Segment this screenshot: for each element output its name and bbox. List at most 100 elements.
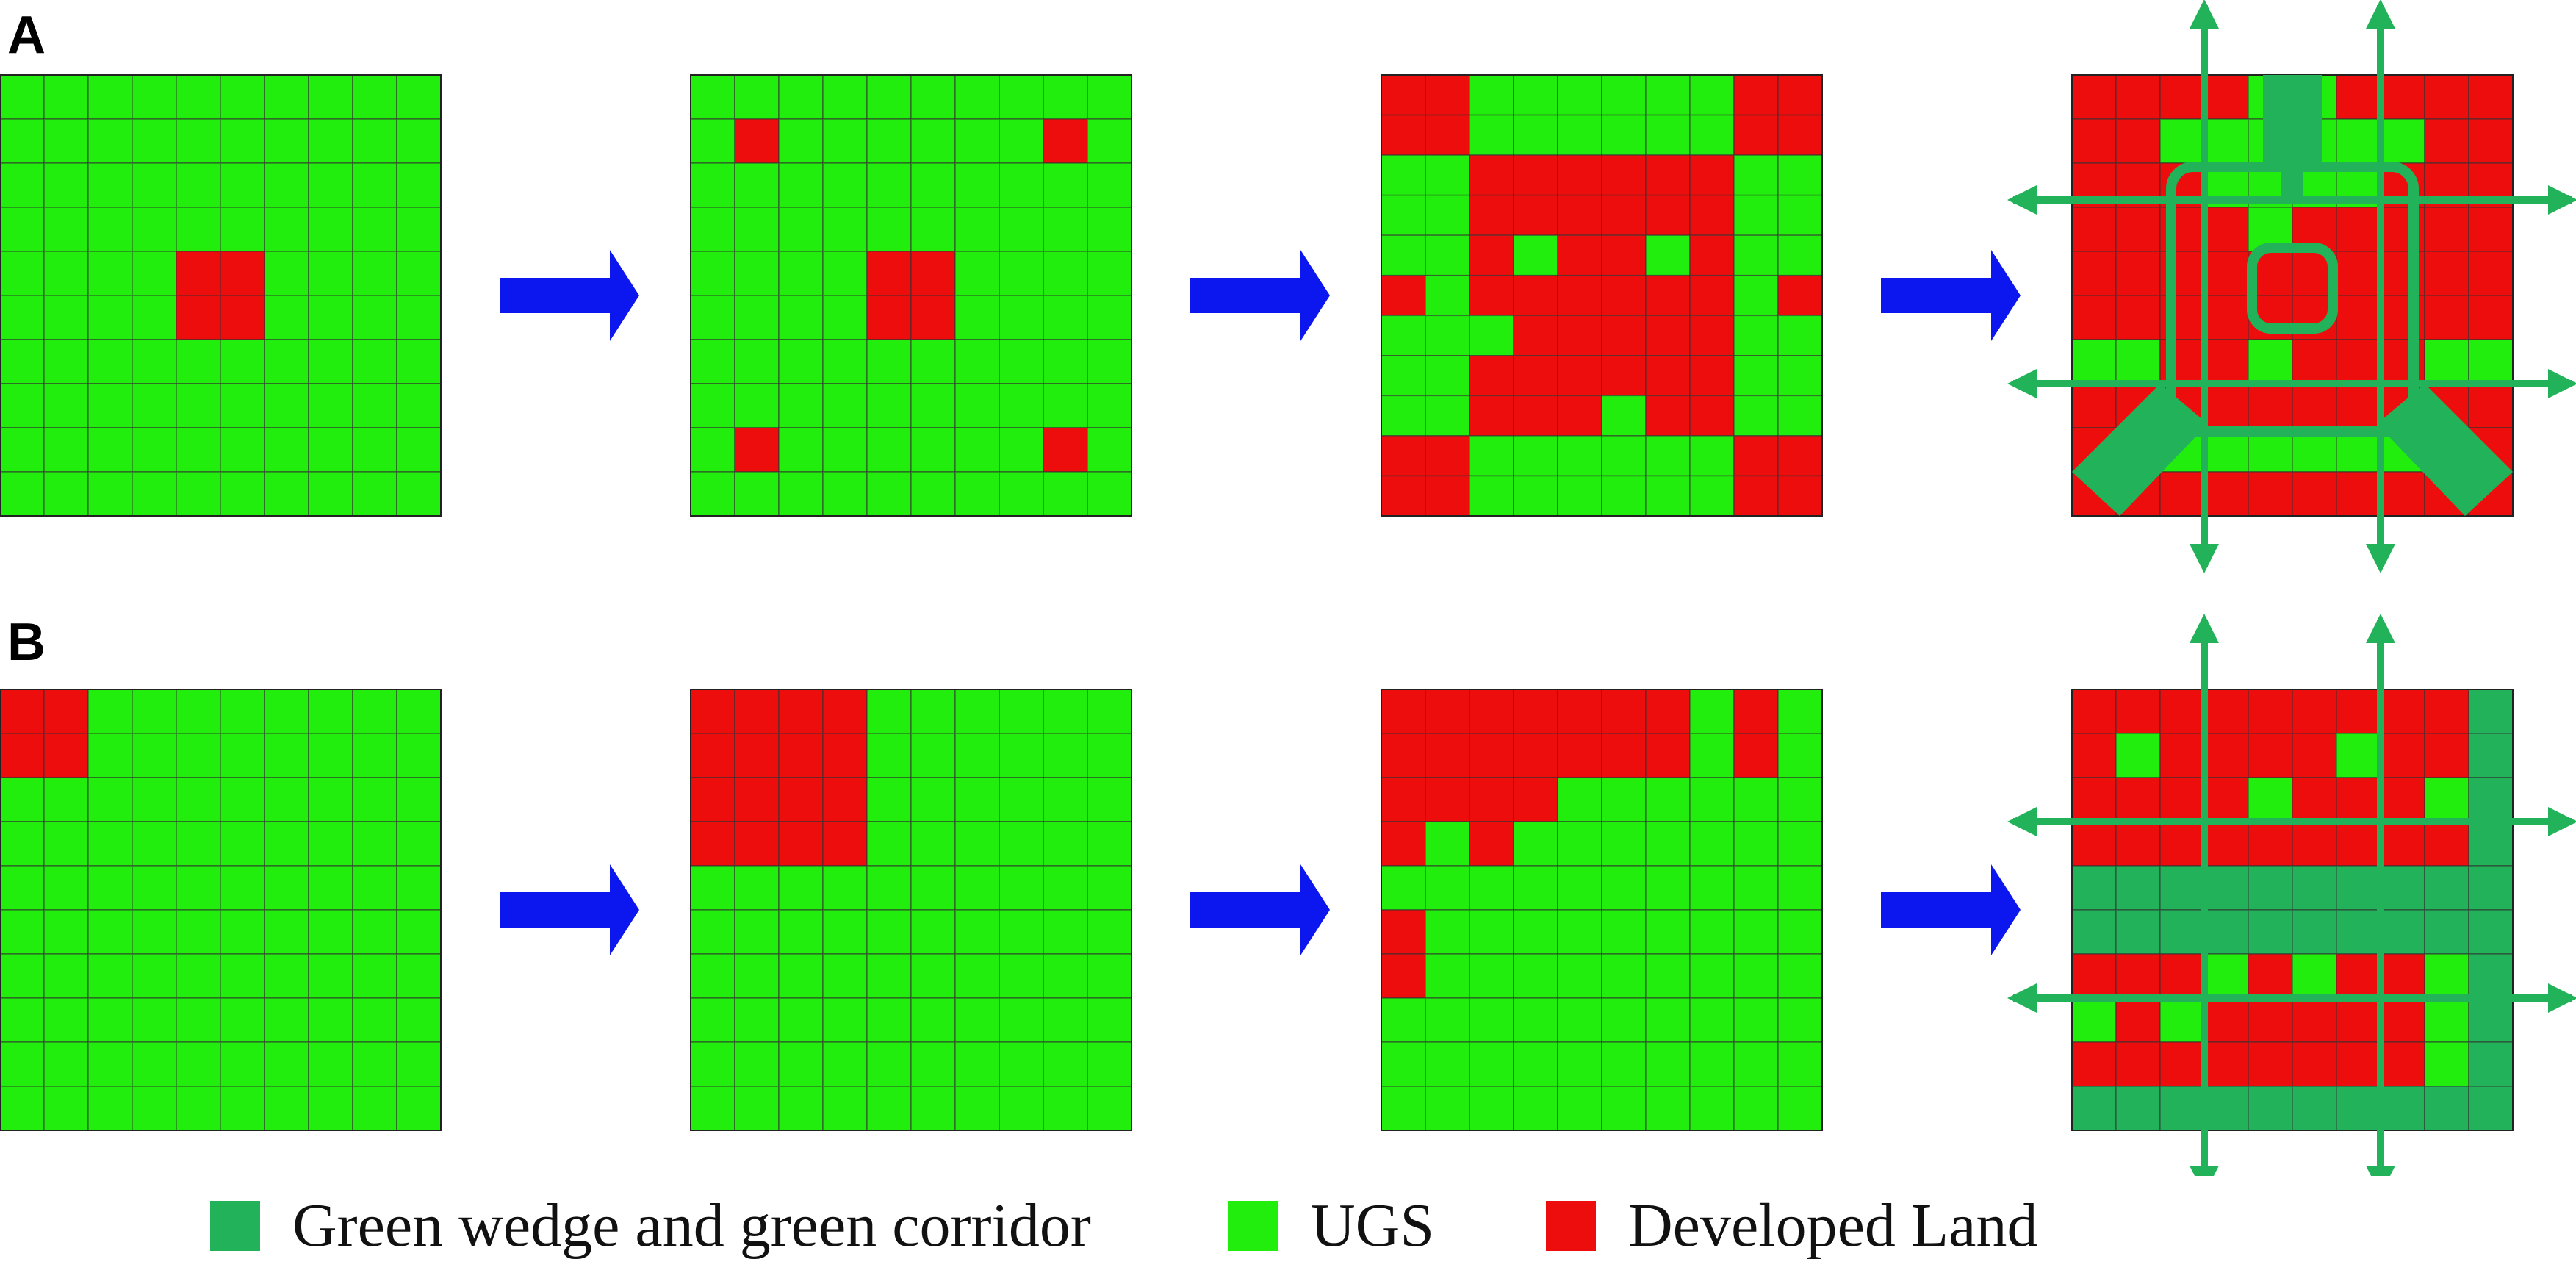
ugs-cell	[866, 733, 912, 778]
ugs-cell	[778, 339, 824, 384]
ugs-cell	[1557, 1041, 1602, 1087]
ugs-cell	[2336, 733, 2381, 778]
southwest-green-wedge	[2072, 384, 2208, 516]
developed-cell	[1469, 733, 1514, 778]
ugs-cell	[734, 865, 780, 911]
ugs-cell	[1557, 909, 1602, 955]
developed-cell	[734, 427, 780, 473]
ugs-cell	[954, 118, 1000, 164]
developed-cell	[690, 821, 735, 867]
developed-cell	[2336, 383, 2381, 428]
developed-cell	[1469, 821, 1514, 867]
developed-cell	[2336, 471, 2381, 517]
ugs-cell	[778, 207, 824, 252]
developed-cell	[1601, 355, 1647, 397]
developed-cell	[2380, 689, 2425, 734]
ugs-cell	[1469, 909, 1514, 955]
developed-cell	[734, 118, 780, 164]
ugs-cell	[954, 733, 1000, 778]
ugs-cell	[220, 471, 265, 517]
developed-cell	[43, 733, 89, 778]
ugs-cell	[1689, 997, 1735, 1043]
ugs-cell	[87, 1041, 133, 1087]
developed-cell	[2292, 471, 2337, 517]
ugs-cell	[999, 295, 1044, 340]
panel-a-stage-1-grid	[0, 74, 442, 517]
ugs-cell	[264, 953, 309, 999]
ugs-cell	[87, 997, 133, 1043]
ugs-cell	[822, 74, 868, 120]
ugs-cell	[132, 821, 177, 867]
ugs-cell	[132, 339, 177, 384]
southeast-green-wedge	[2377, 384, 2513, 516]
ugs-cell	[1043, 821, 1088, 867]
developed-cell	[1645, 355, 1691, 397]
ugs-cell	[1601, 821, 1647, 867]
ugs-cell	[0, 207, 45, 252]
ugs-cell	[1777, 865, 1823, 911]
developed-cell	[1381, 821, 1426, 867]
legend-item-ugs: UGS	[1228, 1192, 1434, 1260]
ugs-cell	[132, 251, 177, 296]
ugs-cell	[352, 777, 397, 822]
ugs-cell	[2336, 118, 2381, 164]
ugs-cell	[1733, 355, 1779, 397]
ugs-cell	[43, 471, 89, 517]
ugs-cell	[910, 865, 956, 911]
developed-cell	[1601, 154, 1647, 196]
green-wedge-cell	[2115, 1086, 2161, 1131]
ugs-cell	[308, 777, 353, 822]
ugs-cell	[1425, 1041, 1470, 1087]
developed-cell	[2203, 1041, 2249, 1087]
developed-cell	[2292, 997, 2337, 1043]
ugs-cell	[910, 339, 956, 384]
ugs-cell	[220, 733, 265, 778]
ugs-cell	[0, 997, 45, 1043]
green-wedge-cell	[2380, 1086, 2425, 1131]
ugs-cell	[954, 251, 1000, 296]
ugs-cell	[396, 733, 442, 778]
ugs-cell	[999, 251, 1044, 296]
grid-border	[2071, 689, 2514, 1131]
developed-cell	[1777, 435, 1823, 477]
ugs-cell	[1513, 953, 1558, 999]
developed-cell	[2424, 207, 2469, 252]
green-wedge-cell	[2159, 865, 2205, 911]
ugs-cell	[2248, 339, 2293, 384]
developed-cell	[1733, 435, 1779, 477]
developed-cell	[2248, 733, 2293, 778]
ugs-cell	[778, 383, 824, 428]
ugs-cell	[396, 909, 442, 955]
developed-cell	[2292, 821, 2337, 867]
ugs-cell	[954, 821, 1000, 867]
ugs-cell	[1601, 865, 1647, 911]
ugs-cell	[1777, 733, 1823, 778]
legend-swatch-developed-land	[1546, 1201, 1596, 1251]
ugs-cell	[1513, 821, 1558, 867]
ugs-cell	[1601, 435, 1647, 477]
developed-cell	[2159, 777, 2205, 822]
ugs-cell	[396, 427, 442, 473]
ugs-cell	[1645, 953, 1691, 999]
ugs-cell	[220, 162, 265, 208]
ugs-cell	[1381, 997, 1426, 1043]
ugs-cell	[0, 427, 45, 473]
ugs-cell	[778, 74, 824, 120]
developed-cell	[778, 777, 824, 822]
developed-cell	[2248, 471, 2293, 517]
ugs-cell	[690, 865, 735, 911]
developed-cell	[2071, 953, 2117, 999]
ugs-cell	[308, 74, 353, 120]
ugs-cell	[220, 1086, 265, 1131]
ugs-cell	[1381, 154, 1426, 196]
ugs-cell	[690, 74, 735, 120]
developed-cell	[2071, 207, 2117, 252]
panel-b-stage-2-grid	[690, 689, 1132, 1131]
ugs-cell	[176, 339, 221, 384]
green-wedge-cell	[2336, 909, 2381, 955]
ugs-cell	[87, 953, 133, 999]
developed-cell	[2336, 251, 2381, 296]
developed-cell	[1043, 118, 1088, 164]
ugs-cell	[1425, 1086, 1470, 1131]
ugs-cell	[396, 689, 442, 734]
